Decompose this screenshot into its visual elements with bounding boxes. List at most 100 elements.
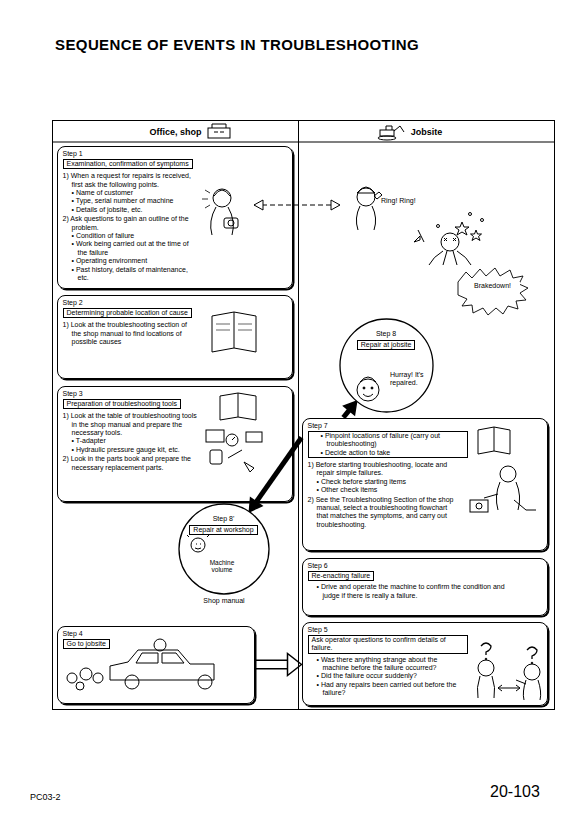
step-text: • Name of customer: [63, 189, 193, 197]
step-box: Step 7 • Pinpoint locations of failure (c…: [302, 418, 548, 551]
step-text: • Condition of failure: [63, 232, 193, 240]
tools-figure: [206, 393, 262, 472]
step-box: Step 3 Preparation of troubleshooting too…: [57, 386, 293, 502]
step-text: 1) Before starting troubleshooting, loca…: [308, 461, 460, 478]
column-heading: Office, shop: [53, 121, 298, 137]
step-box: Step 2 Determining probable location of c…: [57, 295, 293, 379]
step-box: Step 4 Go to jobsite: [57, 626, 255, 704]
step-box: Step 6 Re-enacting failure • Drive and ope…: [302, 558, 548, 616]
step-title-frame: • Pinpoint locations of failure (carry o…: [308, 431, 468, 458]
connector: [255, 660, 288, 670]
step-text: • T-adapter: [63, 437, 199, 445]
step-title-frame: Re-enacting failure: [308, 571, 375, 581]
step-number: Step 2: [63, 299, 287, 307]
step-number: Step 3: [63, 390, 287, 398]
step-text: 2) Ask questions to gain an outline of t…: [63, 215, 193, 232]
step-text: • Was there anything strange about the m…: [308, 656, 460, 673]
page-number: PC03-2: [30, 792, 90, 802]
step-text: • Had any repairs been carried out befor…: [308, 681, 460, 698]
step-title: Re-enacting failure: [312, 572, 371, 580]
car-figure: [67, 639, 214, 690]
breakdown-figure: [414, 213, 484, 266]
step-title-frame: Repair at jobsite: [357, 340, 416, 350]
step-title-frame: Determining probable location of cause: [63, 308, 192, 318]
step-title: Repair at workshop: [193, 526, 253, 534]
step-number: Step 5: [308, 626, 542, 634]
step-box: Step 1 Examination, confirmation of sympt…: [57, 146, 293, 289]
step-text: • Drive and operate the machine to confi…: [308, 583, 513, 600]
step-text: • Other check items: [308, 486, 460, 494]
step-title: Determining probable location of cause: [67, 309, 188, 317]
happy-face: [357, 377, 379, 401]
callout-text: Ring! Ring!: [381, 197, 433, 205]
step-text: • Check before starting items: [308, 478, 460, 486]
step-body: 1) Look at the troubleshooting section o…: [63, 321, 195, 346]
step-number: Step 1: [63, 150, 287, 158]
connector-group: [343, 401, 356, 417]
step-title: • Pinpoint locations of failure (carry o…: [312, 432, 464, 449]
callout-text: Brakedown!: [474, 282, 520, 290]
step-circle: Step 8 Repair at jobsite: [339, 318, 434, 413]
step-text: • Hydraulic pressure gauge kit, etc.: [63, 446, 199, 454]
arrow-head: [249, 498, 262, 512]
step-text: • Operating environment: [63, 257, 193, 265]
step-number: Step 8': [178, 515, 270, 523]
arrow-head: [344, 401, 357, 415]
step-title: • Decide action to take: [312, 449, 464, 457]
step-text: • Type, serial number of machine: [63, 197, 193, 205]
step-number: Step 6: [308, 562, 542, 570]
office-icon: [208, 124, 230, 138]
page-title: SEQUENCE OF EVENTS IN TROUBLESHOOTING: [55, 36, 419, 53]
manual-book: [212, 312, 256, 352]
callout-text: Shop manual: [194, 597, 254, 605]
arrow-head: [288, 654, 302, 676]
burst: [458, 268, 528, 315]
phone-person: [202, 189, 238, 235]
step-title: Examination, confirmation of symptoms: [67, 160, 189, 168]
step-title-frame: Ask operator questions to confirm detail…: [308, 635, 468, 654]
step-body: 1) Before starting troubleshooting, loca…: [308, 461, 460, 529]
step-text: 2) See the Troubleshooting Section of th…: [308, 496, 460, 530]
step-number: Step 4: [63, 630, 249, 638]
connector-inner: [256, 661, 289, 668]
step-number: Step 7: [308, 422, 542, 430]
step-body: • Drive and operate the machine to confi…: [308, 583, 513, 600]
caller-person: [356, 187, 382, 230]
step-title: Go to jobsite: [67, 640, 106, 648]
step-title-frame: Go to jobsite: [63, 639, 110, 649]
callout-text: Machine volume: [205, 559, 239, 574]
step-title: Repair at jobsite: [361, 341, 412, 349]
step-title: Ask operator questions to confirm detail…: [312, 636, 464, 653]
step-text: • Work being carried out at the time of …: [63, 240, 193, 257]
sun-face: [187, 531, 209, 552]
excavator-icon: [378, 126, 404, 140]
question-figures: [477, 643, 540, 700]
step-body: 1) When a request for repairs is receive…: [63, 172, 193, 282]
connector: [343, 410, 349, 417]
column-heading: Jobsite: [299, 121, 554, 137]
connector-group: [255, 654, 302, 676]
circle-outline: [179, 504, 269, 594]
callout-text: Hurray! It's repaired.: [390, 371, 430, 387]
illustration: [52, 124, 555, 700]
step-box: Step 5 Ask operator questions to confirm …: [302, 622, 548, 706]
step-text: • Details of jobsite, etc.: [63, 206, 193, 214]
step-circle: Step 8' Repair at workshop: [178, 503, 270, 595]
column-band: Office, shopStep 1 Examination, confirmat…: [52, 120, 299, 710]
column-band: JobsiteStep 8 Repair at jobsiteStep 7 • Pi…: [299, 120, 555, 710]
step-title: Preparation of troubleshooting tools: [67, 400, 178, 408]
step-text: • Did the failure occur suddenly?: [308, 672, 460, 680]
call-arrow: [254, 200, 340, 210]
step-number: Step 8: [339, 330, 434, 338]
page-number: 20-103: [490, 783, 570, 801]
connector: [256, 437, 301, 501]
step-title-frame: Preparation of troubleshooting tools: [63, 399, 182, 409]
mechanic-figure: [470, 427, 536, 512]
step-title-frame: Repair at workshop: [189, 525, 257, 535]
step-text: 1) Look at the troubleshooting section o…: [63, 321, 195, 346]
header-rule: [52, 141, 555, 142]
